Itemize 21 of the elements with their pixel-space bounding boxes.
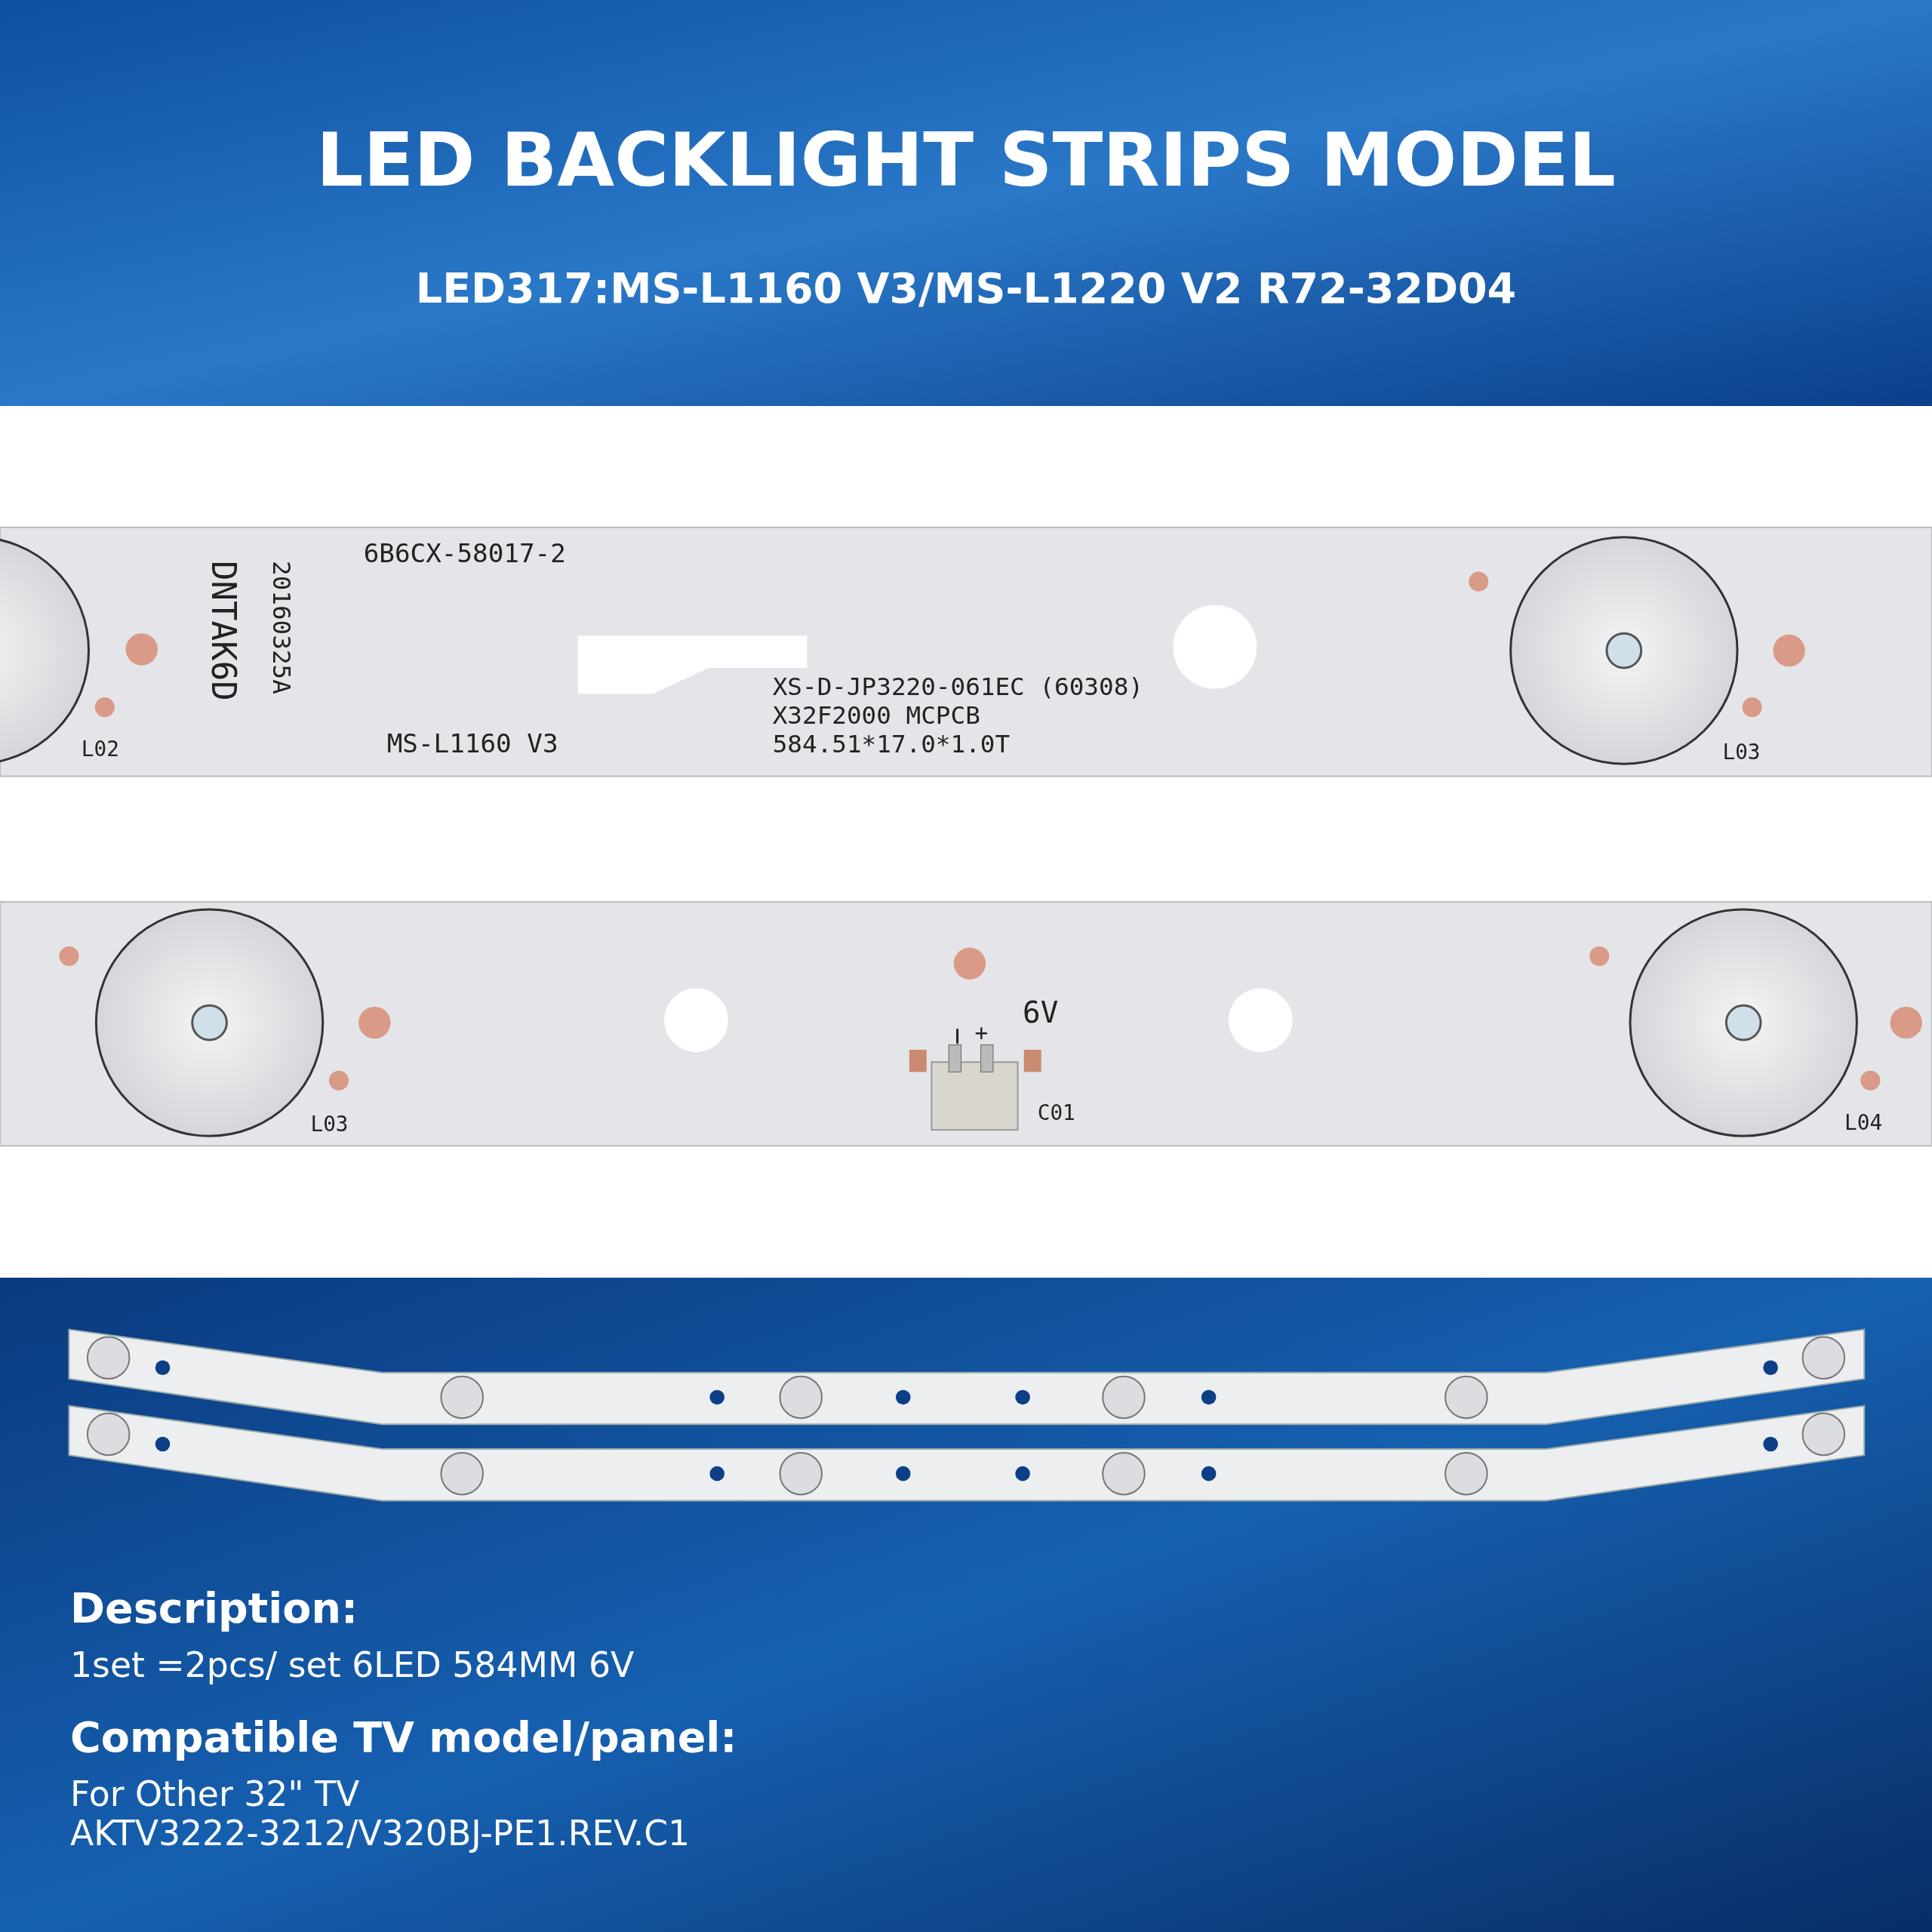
voltage-label: 6V: [1023, 995, 1059, 1030]
polarity-label: +: [974, 1020, 989, 1046]
page-title: LED BACKLIGHT STRIPS MODEL: [315, 117, 1617, 204]
dimension-text: 584.51*17.0*1.0T: [772, 729, 1011, 758]
compatibility-text: For Other 32" TV: [70, 1774, 360, 1814]
led-label: L02: [81, 737, 119, 762]
spec-text: X32F2000 MCPCB: [772, 700, 980, 730]
spec-text: XS-D-JP3220-061EC (60308): [772, 672, 1143, 702]
led-label: L03: [310, 1111, 349, 1137]
led-label: L04: [1844, 1110, 1883, 1135]
description-text: 1set =2pcs/ set 6LED 584MM 6V: [70, 1644, 635, 1685]
section-heading: Description:: [70, 1583, 358, 1632]
section-heading: Compatible TV model/panel:: [70, 1712, 737, 1762]
subtitle: LED317:MS-L1160 V3/MS-L1220 V2 R72-32D04: [414, 263, 1518, 313]
led-label: L03: [1722, 739, 1761, 764]
compatibility-text: AKTV3222-3212/V320BJ-PE1.REV.C1: [70, 1814, 691, 1854]
model-number: MS-L1160 V3: [386, 728, 558, 758]
board-code: DNTAK6D: [204, 560, 243, 701]
date-code: 20160325A: [266, 560, 296, 694]
part-number: 6B6CX-58017-2: [363, 538, 566, 569]
connector-label: C01: [1037, 1100, 1075, 1125]
